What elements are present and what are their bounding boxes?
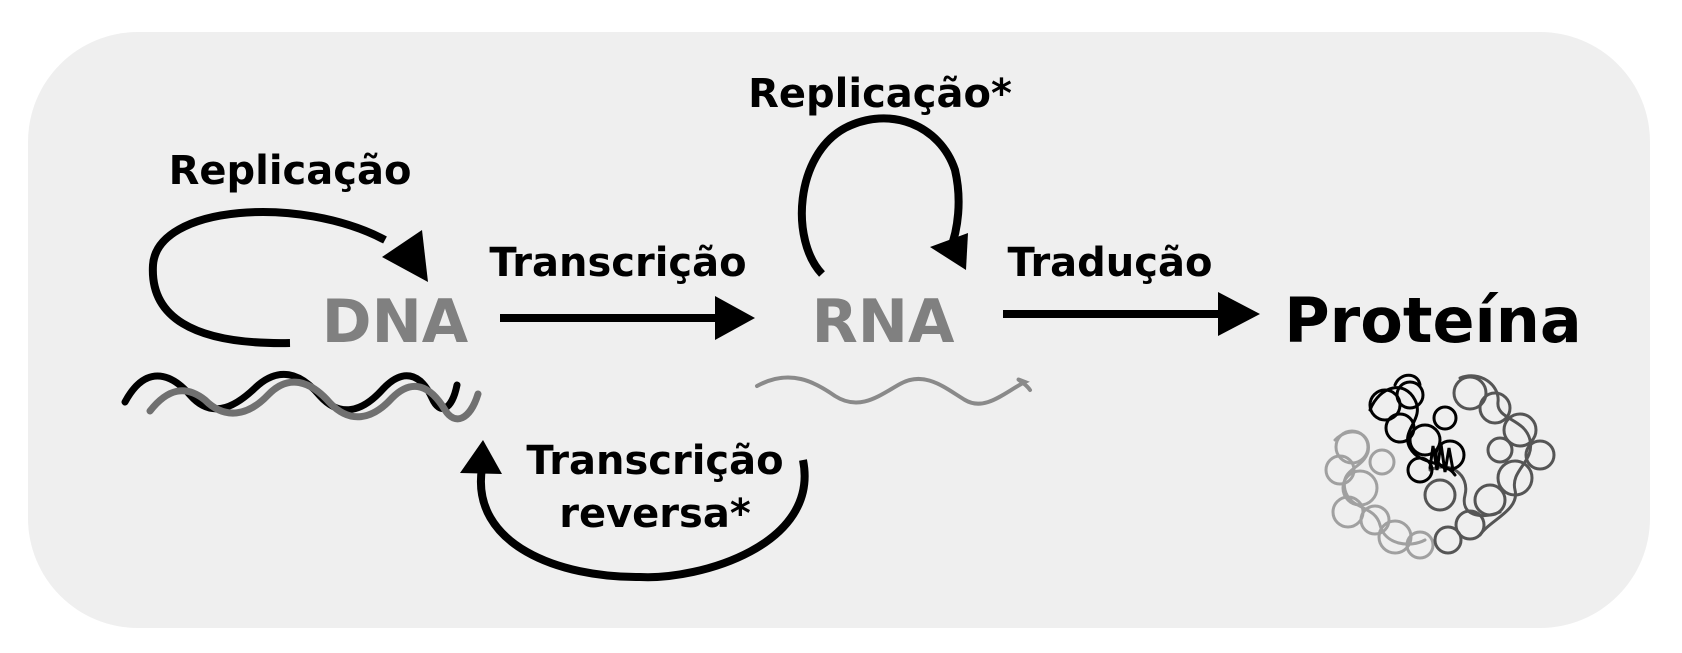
folded-protein-icon [1324, 373, 1556, 560]
reverse-transcription-label-line1: Transcrição [526, 438, 783, 484]
rna-replication-arrow [797, 114, 968, 277]
rna-replication-label: Replicação* [748, 71, 1012, 117]
protein-label: Proteína [1284, 284, 1582, 357]
reverse-transcription-label-line2: reversa* [559, 491, 751, 537]
dna-double-helix-icon [121, 370, 482, 423]
dna-label: DNA [322, 287, 469, 357]
translation-arrow [1003, 292, 1260, 336]
transcription-label: Transcrição [489, 240, 746, 286]
dna-replication-label: Replicação [169, 148, 412, 194]
rna-strand-icon [755, 375, 1032, 406]
rna-label: RNA [812, 287, 955, 357]
translation-label: Tradução [1008, 240, 1213, 286]
reverse-transcription-arrow [460, 440, 809, 582]
dna-replication-arrow [148, 208, 428, 348]
transcription-arrow [500, 296, 755, 340]
